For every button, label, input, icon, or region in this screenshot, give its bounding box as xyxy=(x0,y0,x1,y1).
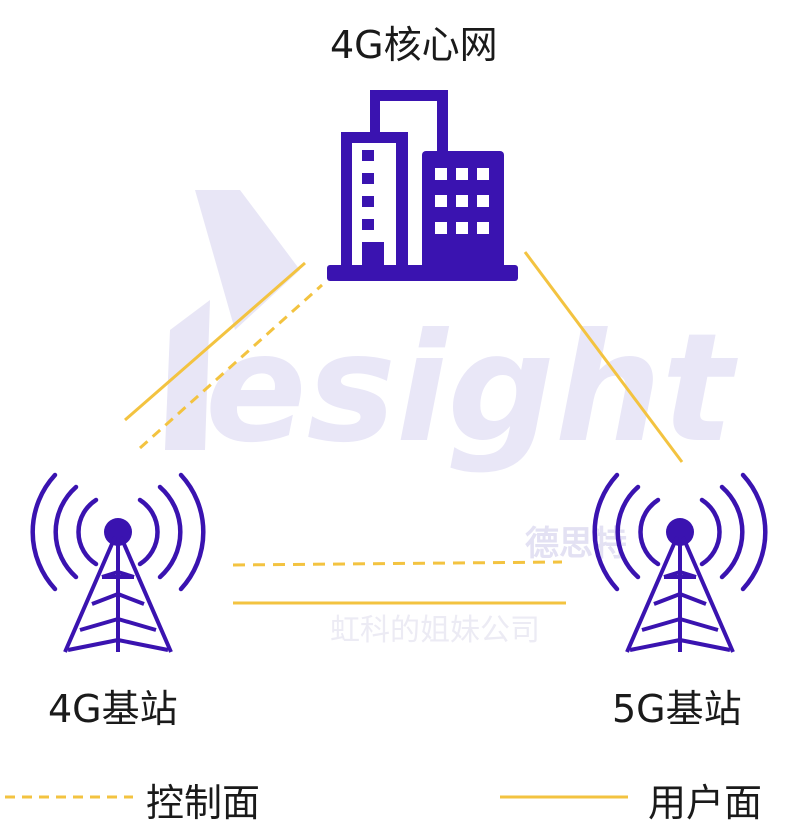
watermark-brand-cn: 德思特 xyxy=(525,524,627,564)
watermark-logo: esight 德思特 虹科的姐妹公司 xyxy=(165,190,739,648)
watermark-shape xyxy=(165,300,210,450)
legend-control-plane-label: 控制面 xyxy=(146,781,261,825)
control-plane-link-4g-core xyxy=(138,283,324,450)
core-network-label: 4G核心网 xyxy=(330,23,498,67)
user-plane-link-core-5g xyxy=(523,251,684,463)
building-icon xyxy=(327,90,518,281)
legend-user-plane-label: 用户面 xyxy=(648,781,763,825)
bs-4g-label: 4G基站 xyxy=(48,687,178,731)
tower-4g-icon xyxy=(33,475,204,652)
control-plane-link-4g-5g xyxy=(232,560,563,567)
watermark-shape xyxy=(195,190,300,330)
bs-5g-label: 5G基站 xyxy=(612,687,742,731)
user-plane-link-4g-core xyxy=(124,261,306,422)
watermark-tagline: 虹科的姐妹公司 xyxy=(330,613,540,648)
watermark-brand: esight xyxy=(205,302,739,476)
